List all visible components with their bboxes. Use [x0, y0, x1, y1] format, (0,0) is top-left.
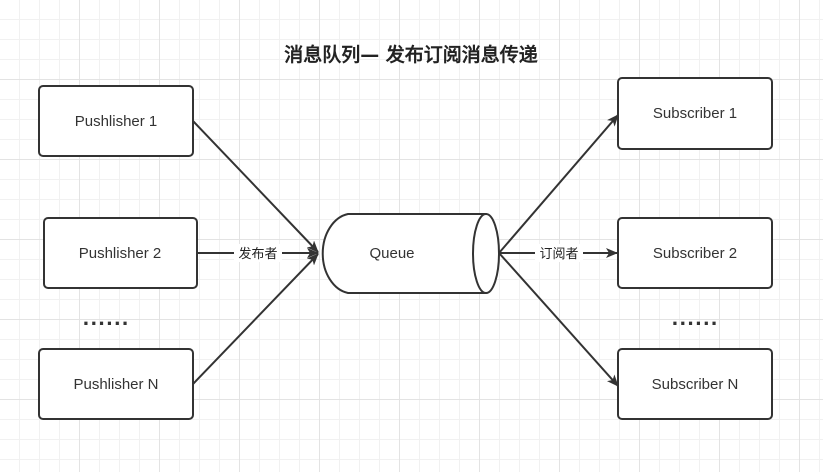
subscriber-ellipsis: ...... [671, 309, 718, 330]
publisher-label: Pushlisher 1 [75, 113, 158, 130]
edge-label-subscribe-bg [535, 244, 583, 262]
publisher-label: Pushlisher N [73, 376, 158, 393]
subscriber-label: Subscriber 1 [653, 105, 737, 122]
publisher-node-1: Pushlisher 1 [38, 85, 194, 157]
queue-node: Queue [321, 213, 500, 294]
edge-label-publish: 发布者 [238, 246, 277, 262]
queue-cylinder-cap [472, 213, 500, 294]
publisher-node-2: Pushlisher 2 [43, 217, 198, 289]
publisher-node-n: Pushlisher N [38, 348, 194, 420]
publisher-label: Pushlisher 2 [79, 245, 162, 262]
edge-publisher-1-to-queue [192, 120, 319, 253]
diagram-title: 消息队列— 发布订阅消息传递 [284, 43, 538, 66]
edge-publisher-n-to-queue [192, 253, 319, 385]
queue-label: Queue [369, 245, 414, 262]
edge-queue-to-subscriber-n [498, 252, 619, 387]
publisher-ellipsis: ...... [82, 309, 129, 330]
subscriber-node-1: Subscriber 1 [617, 77, 773, 150]
edge-label-subscribe: 订阅者 [539, 247, 578, 262]
subscriber-label: Subscriber N [652, 376, 739, 393]
subscriber-label: Subscriber 2 [653, 245, 737, 262]
edge-queue-to-subscriber-1 [498, 114, 619, 254]
edge-label-publish-bg [234, 244, 282, 262]
subscriber-node-n: Subscriber N [617, 348, 773, 420]
subscriber-node-2: Subscriber 2 [617, 217, 773, 289]
